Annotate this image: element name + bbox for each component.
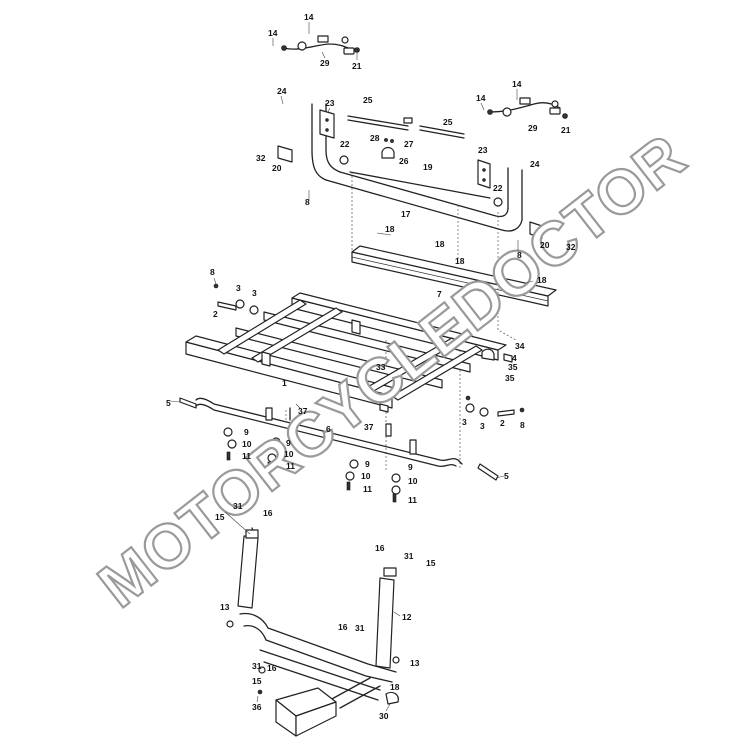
callout-label: 37 [364, 422, 374, 432]
callout-label: 8 [210, 267, 215, 277]
main-ladder-frame [185, 292, 513, 413]
callout-label: 26 [399, 156, 409, 166]
callout-label: 14 [304, 12, 314, 22]
callout-label: 21 [352, 61, 362, 71]
channel-rail [351, 245, 557, 307]
callout-label: 31 [355, 623, 365, 633]
callout-label: 20 [272, 163, 282, 173]
callout-label: 36 [252, 702, 262, 712]
callout-label: 17 [401, 209, 411, 219]
callout-label: 16 [338, 622, 348, 632]
callout-label: 14 [268, 28, 278, 38]
callout-label: 11 [286, 461, 295, 471]
callout-label: 1 [282, 378, 287, 388]
callout-label: 8 [517, 250, 522, 260]
lift-cylinder-right [375, 567, 397, 669]
callout-label: 10 [284, 449, 294, 459]
callout-label: 15 [426, 558, 436, 568]
callout-label: 3 [252, 288, 257, 298]
callout-label: 18 [435, 239, 445, 249]
callout-labels: 14 14 29 21 14 14 29 21 24 23 25 25 28 2… [166, 12, 576, 721]
cable-assembly-top-right [487, 97, 568, 119]
callout-label: 16 [375, 543, 385, 553]
callout-label: 7 [437, 289, 442, 299]
callout-label: 3 [462, 417, 467, 427]
callout-label: 3 [236, 283, 241, 293]
callout-label: 11 [363, 484, 372, 494]
callout-label: 28 [370, 133, 380, 143]
callout-label: 10 [361, 471, 371, 481]
hardware-cluster-right [345, 459, 401, 503]
callout-label: 13 [220, 602, 230, 612]
callout-label: 22 [493, 183, 503, 193]
leader-lines [169, 22, 534, 712]
callout-label: 15 [215, 512, 225, 522]
callout-label: 16 [267, 663, 277, 673]
callout-label: 19 [423, 162, 433, 172]
watermark-text: MOTORCYCLEDOCTOR [86, 121, 698, 621]
lift-motor [257, 666, 337, 737]
callout-label: 33 [376, 362, 386, 372]
callout-label: 11 [242, 451, 251, 461]
callout-label: 31 [404, 551, 414, 561]
callout-label: 2 [500, 418, 505, 428]
upper-tube-frame [277, 103, 543, 239]
callout-label: 3 [480, 421, 485, 431]
callout-label: 27 [404, 139, 414, 149]
callout-label: 5 [166, 398, 171, 408]
callout-label: 37 [298, 406, 308, 416]
callout-label: 11 [408, 495, 417, 505]
callout-label: 5 [504, 471, 509, 481]
callout-label: 9 [286, 438, 291, 448]
callout-label: 29 [528, 123, 538, 133]
callout-label: 24 [277, 86, 287, 96]
callout-label: 18 [537, 275, 547, 285]
cable-assembly-top-left [281, 35, 360, 55]
callout-label: 23 [478, 145, 488, 155]
callout-label: 18 [455, 256, 465, 266]
callout-label: 31 [233, 501, 243, 511]
callout-label: 10 [242, 439, 252, 449]
callout-label: 18 [385, 224, 395, 234]
callout-label: 14 [476, 93, 486, 103]
callout-label: 24 [530, 159, 540, 169]
callout-label: 15 [252, 676, 262, 686]
callout-label: 35 [505, 373, 515, 383]
callout-label: 32 [256, 153, 266, 163]
latch-right [465, 395, 525, 417]
callout-label: 10 [408, 476, 418, 486]
callout-label: 22 [340, 139, 350, 149]
callout-label: 34 [515, 341, 525, 351]
callout-label: 31 [252, 661, 262, 671]
callout-label: 6 [326, 424, 331, 434]
callout-label: 35 [508, 362, 518, 372]
callout-label: 8 [305, 197, 310, 207]
callout-label: 9 [244, 427, 249, 437]
callout-label: 14 [512, 79, 522, 89]
callout-label: 4 [512, 353, 517, 363]
callout-label: 12 [402, 612, 412, 622]
hardware-cluster-left [223, 427, 281, 471]
callout-label: 9 [408, 462, 413, 472]
callout-label: 8 [520, 420, 525, 430]
callout-label: 18 [390, 682, 400, 692]
lift-cylinder-left [237, 527, 259, 609]
callout-label: 25 [443, 117, 453, 127]
callout-label: 29 [320, 58, 330, 68]
callout-label: 32 [566, 242, 576, 252]
callout-label: 2 [213, 309, 218, 319]
callout-label: 20 [540, 240, 550, 250]
lift-lower-frame [226, 612, 400, 709]
callout-label: 25 [363, 95, 373, 105]
callout-label: 9 [365, 459, 370, 469]
callout-label: 21 [561, 125, 571, 135]
callout-label: 13 [410, 658, 420, 668]
callout-label: 16 [263, 508, 273, 518]
latch-left [213, 283, 259, 315]
callout-label: 23 [325, 98, 335, 108]
linkage-rod [179, 397, 499, 481]
callout-label: 30 [379, 711, 389, 721]
